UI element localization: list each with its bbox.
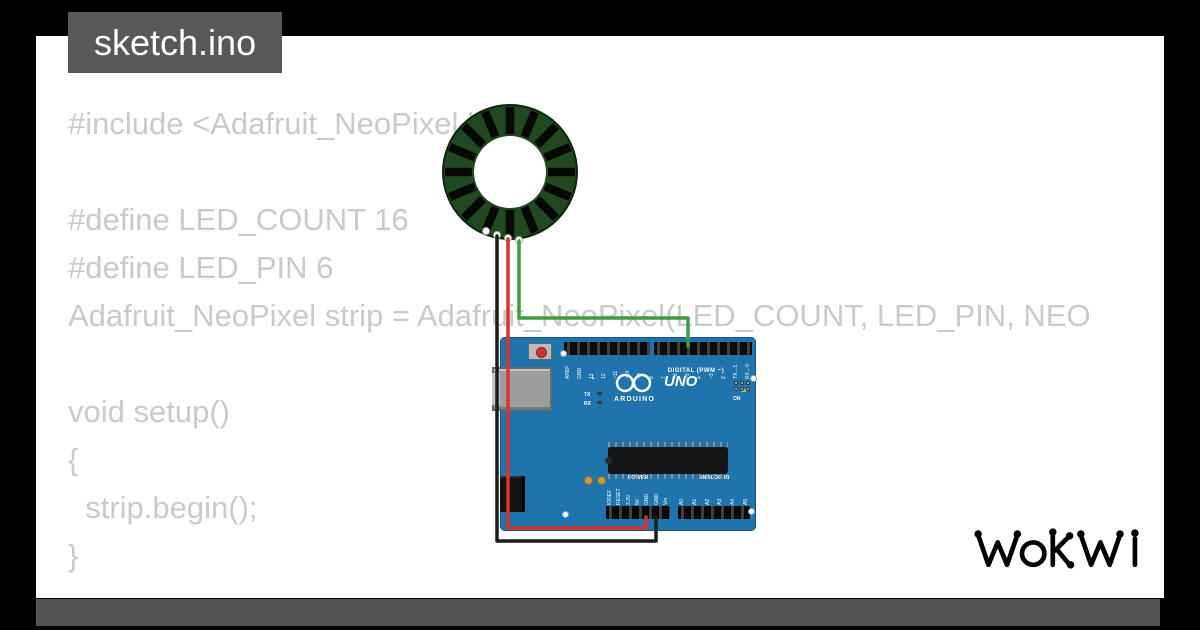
neopixel-ring-graphic	[442, 104, 578, 244]
mcu-chip	[605, 447, 728, 474]
digital-section-label: DIGITAL (PWM ~)	[667, 368, 725, 374]
usb-connector	[492, 367, 552, 411]
code-line: #include <Adafruit_NeoPixel.h>	[68, 106, 503, 141]
reset-button[interactable]	[528, 343, 552, 360]
brand-label: ARDUINO	[614, 396, 656, 403]
power-on-led	[741, 389, 746, 392]
digital-header-left[interactable]	[564, 342, 650, 355]
code-line: Adafruit_NeoPixel strip = Adafruit_NeoPi…	[68, 298, 1091, 333]
tx-led	[597, 392, 602, 395]
on-label: ON	[733, 396, 741, 402]
digital-header-right[interactable]	[654, 342, 752, 355]
power-pin-label: 5V	[634, 498, 641, 505]
analog-pin-label: A1	[691, 498, 698, 505]
mounting-hole	[750, 375, 757, 382]
rx-led	[597, 401, 602, 404]
code-line: #define LED_PIN 6	[68, 250, 334, 285]
capacitor	[584, 476, 593, 485]
code-line: void setup()	[68, 394, 230, 429]
tx-label: TX	[584, 392, 591, 398]
power-header[interactable]	[606, 506, 670, 519]
board-name-label: UNO	[664, 373, 698, 390]
mounting-hole	[562, 511, 569, 518]
mounting-hole	[560, 350, 567, 357]
file-tab[interactable]: sketch.ino	[68, 12, 283, 73]
analog-pin-label: A4	[730, 498, 737, 505]
analog-pin-label: A0	[679, 498, 685, 505]
power-pin-label: 3.3V	[625, 494, 632, 505]
power-pin-label: RESET	[616, 488, 623, 505]
ring-led-segments	[445, 107, 575, 237]
code-line	[68, 148, 1140, 196]
analog-pin-label: A5	[742, 498, 749, 505]
analog-pin-label: A3	[717, 498, 724, 505]
power-pin-label: IOREF	[607, 489, 613, 505]
code-line: strip.begin();	[68, 490, 258, 525]
digital-pin-label: 12	[601, 373, 607, 379]
code-line: #define LED_COUNT 16	[68, 202, 409, 237]
analog-header[interactable]	[678, 506, 750, 519]
capacitor	[597, 476, 606, 485]
mounting-hole	[748, 508, 755, 515]
power-jack	[500, 476, 525, 512]
power-pin-label: GND	[644, 493, 651, 505]
code-editor[interactable]: #include <Adafruit_NeoPixel.h> #define LE…	[68, 100, 1140, 594]
file-tab-label: sketch.ino	[94, 21, 257, 63]
mcu-chip-legs-top	[608, 442, 728, 447]
power-pin-label: Vin	[662, 497, 669, 505]
analog-pin-labels: A0 A1 A2 A3 A4 A5	[678, 483, 750, 505]
icsp-header[interactable]	[734, 381, 754, 393]
mcu-chip-legs-bottom	[608, 474, 728, 479]
arduino-infinity-logo-icon	[615, 373, 652, 393]
digital-pin-label: AREF	[565, 365, 571, 379]
power-pin-label: GND	[653, 493, 660, 505]
reset-button-cap	[536, 347, 547, 358]
card-shadow	[36, 599, 1160, 626]
led-l-label: L	[592, 375, 596, 381]
code-line: }	[68, 538, 79, 573]
wokwi-logo: WOKWI	[970, 520, 1158, 581]
ring-center-hole	[474, 136, 546, 208]
digital-pin-label: GND	[577, 367, 583, 379]
rx-label: RX	[584, 401, 591, 407]
analog-pin-label: A2	[704, 498, 711, 505]
code-line: {	[68, 442, 79, 477]
neopixel-ring[interactable]	[442, 102, 582, 250]
wokwi-logo-icon	[974, 528, 1139, 569]
